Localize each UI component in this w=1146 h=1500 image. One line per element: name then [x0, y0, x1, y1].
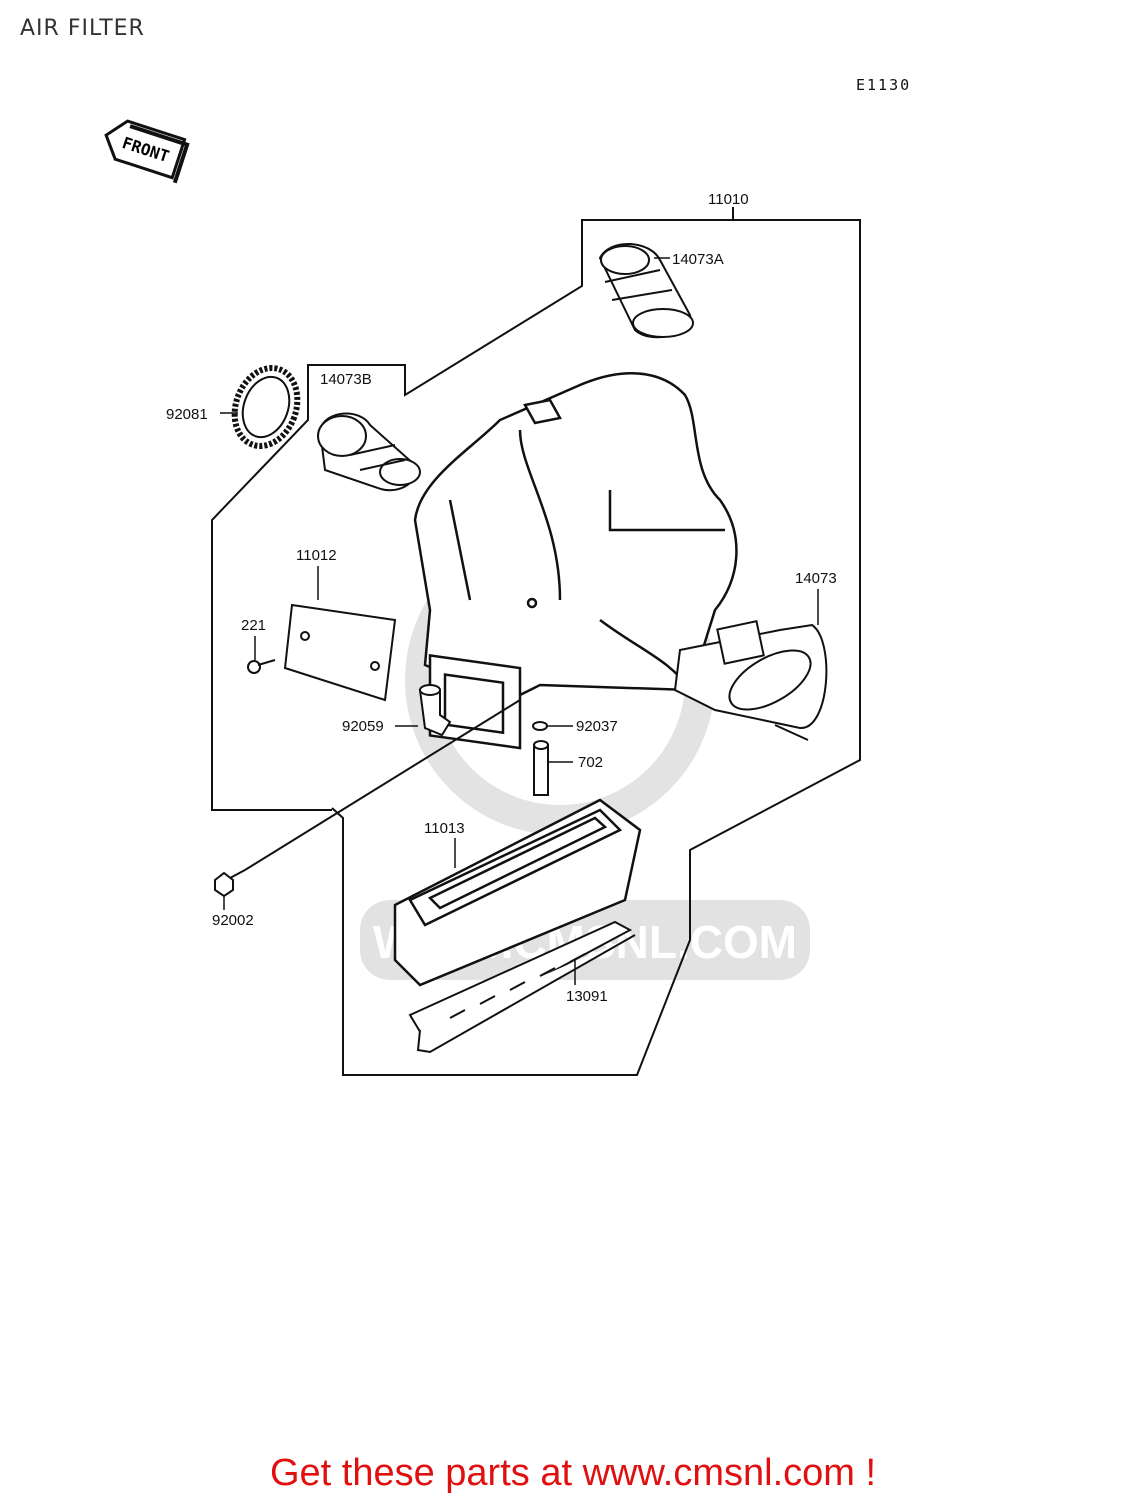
screw-221 [247, 659, 276, 674]
parts-diagram: WWW.CMSNL.COM FRONT [104, 119, 861, 1076]
part-label-92081: 92081 [166, 406, 208, 423]
part-label-11013: 11013 [424, 820, 465, 837]
element-11013 [393, 798, 642, 987]
elbow-92059 [418, 684, 452, 737]
holder-13091 [408, 920, 636, 1054]
assembly-bracket [211, 207, 861, 1076]
inlet-14073 [673, 619, 828, 741]
ring-92081 [231, 365, 301, 449]
plate-11012 [283, 603, 397, 702]
part-label-13091: 13091 [566, 988, 608, 1005]
part-label-702: 702 [578, 754, 603, 771]
diagram-code: E1130 [856, 76, 912, 94]
page-title: AIR FILTER [20, 16, 145, 41]
part-label-92037: 92037 [576, 718, 618, 735]
pin-702 [533, 740, 549, 796]
part-label-11010: 11010 [708, 191, 749, 208]
footer-promo-link[interactable]: Get these parts at www.cmsnl.com ! [269, 1452, 877, 1494]
part-label-92002: 92002 [212, 912, 254, 929]
part-label-14073b: 14073B [320, 371, 372, 388]
leader-lines [220, 257, 819, 985]
bolt-92002 [214, 699, 521, 898]
duct-14073a [598, 243, 694, 339]
front-arrow-icon: FRONT [104, 119, 190, 184]
clip-92037 [532, 721, 548, 731]
air-filter-housing [413, 372, 738, 750]
part-label-14073a: 14073A [672, 251, 724, 268]
duct-14073b [317, 412, 421, 492]
part-label-11012: 11012 [296, 547, 337, 564]
part-label-221: 221 [241, 617, 266, 634]
part-label-92059: 92059 [342, 718, 384, 735]
part-labels: 11010 14073A 14073B 92081 11012 14073 22… [166, 191, 837, 1005]
part-label-14073: 14073 [795, 570, 837, 587]
